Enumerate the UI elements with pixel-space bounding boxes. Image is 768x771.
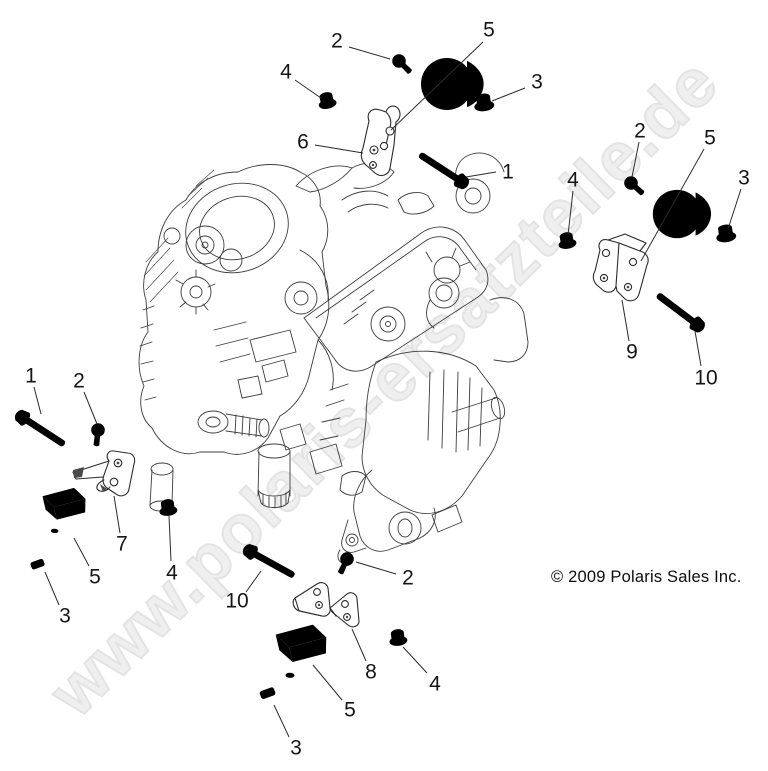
leader-line-bottom-center-3	[273, 704, 290, 738]
leader-line-bottom-center-8	[351, 628, 367, 662]
part-bracket-7	[72, 450, 136, 497]
part-long-bolt-10	[652, 288, 708, 336]
part-flange-screw	[333, 549, 357, 577]
leader-line-top-center-1	[465, 171, 497, 178]
leader-line-bottom-center-2	[355, 561, 397, 575]
leader-line-top-right-5	[640, 148, 705, 262]
part-short-stud	[29, 558, 46, 571]
callout-number-top-right-9: 9	[626, 341, 638, 364]
callout-number-top-right-10: 10	[694, 367, 717, 390]
part-bracket-8	[292, 582, 360, 628]
callout-number-bottom-center-10: 10	[225, 590, 248, 613]
part-flange-locknut	[556, 230, 578, 251]
callout-number-bottom-center-4: 4	[429, 673, 441, 696]
part-hex-flange-nut	[714, 223, 737, 244]
callout-number-top-center-3: 3	[531, 71, 543, 94]
callout-number-top-right-3: 3	[738, 167, 750, 190]
leader-line-top-center-4	[294, 79, 322, 99]
leader-line-bottom-center-5	[312, 664, 343, 701]
leader-line-left-1	[33, 386, 42, 415]
part-round-rubber-mount	[652, 189, 712, 239]
part-flange-locknut	[316, 90, 338, 111]
callout-number-top-right-2: 2	[634, 120, 646, 143]
callout-number-left-1: 1	[25, 365, 37, 388]
leader-line-bottom-center-4	[402, 646, 428, 674]
leader-line-bottom-center-4	[168, 515, 172, 562]
leader-line-top-right-4	[567, 190, 574, 236]
callout-number-bottom-center-2: 2	[402, 567, 414, 590]
hardware-parts	[12, 51, 737, 700]
part-long-bolt-10	[240, 541, 298, 583]
leader-line-top-center-2	[348, 46, 391, 60]
part-long-bolt-1	[415, 148, 472, 193]
engine-line-art	[138, 152, 529, 565]
part-long-bolt-1	[12, 406, 69, 451]
leader-line-top-center-3	[491, 87, 526, 102]
callout-number-left-7: 7	[116, 533, 128, 556]
leader-line-top-right-9	[621, 299, 630, 342]
callout-number-top-center-4: 4	[280, 61, 292, 84]
part-flange-screw	[89, 422, 106, 447]
callout-number-bottom-center-3: 3	[290, 737, 302, 760]
leader-line-top-right-2	[631, 141, 640, 178]
leader-line-top-center-6	[314, 144, 364, 154]
leader-line-top-center-5	[390, 41, 484, 131]
callout-number-bottom-center-8: 8	[365, 661, 377, 684]
part-bracket-9	[592, 233, 649, 302]
callout-number-left-5: 5	[89, 566, 101, 589]
callout-number-left-2: 2	[73, 370, 85, 393]
part-flange-locknut	[387, 628, 408, 647]
part-short-stud	[259, 686, 277, 700]
part-flange-screw	[389, 51, 416, 78]
copyright-notice: © 2009 Polaris Sales Inc.	[551, 568, 742, 586]
callout-number-top-right-4: 4	[567, 169, 579, 192]
leader-line-left-5	[73, 537, 90, 567]
callout-number-top-center-6: 6	[297, 131, 309, 154]
leader-line-top-right-10	[694, 330, 702, 367]
leader-line-left-3	[44, 571, 60, 606]
callout-number-top-right-5: 5	[704, 127, 716, 150]
part-block-mount	[275, 623, 331, 680]
part-bracket-6	[360, 105, 401, 177]
callout-number-top-center-5: 5	[483, 19, 495, 42]
leader-line-left-7	[113, 495, 121, 534]
leader-line-top-right-3	[727, 188, 742, 230]
callout-number-bottom-center-4: 4	[166, 562, 178, 585]
leader-line-bottom-center-10	[245, 570, 262, 593]
callout-number-top-center-1: 1	[502, 161, 514, 184]
callout-number-left-3: 3	[59, 605, 71, 628]
part-block-mount	[41, 486, 89, 535]
part-round-rubber-mount	[421, 58, 484, 110]
callout-number-top-center-2: 2	[331, 30, 343, 53]
part-flange-screw	[621, 173, 648, 200]
leader-line-left-2	[83, 391, 98, 425]
callout-number-bottom-center-5: 5	[344, 699, 356, 722]
